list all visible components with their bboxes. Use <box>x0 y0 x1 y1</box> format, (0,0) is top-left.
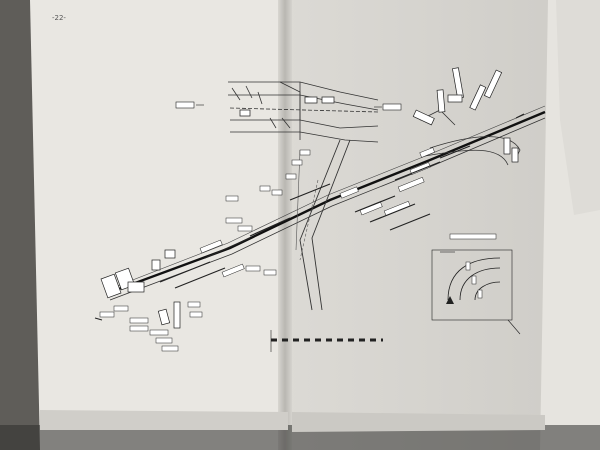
crossing-road <box>311 139 351 311</box>
structure-blocks-top <box>412 67 519 163</box>
page-curl <box>556 0 600 215</box>
route-diagram <box>99 67 546 352</box>
label-boxes <box>99 147 435 352</box>
page-number: -22- <box>52 14 66 22</box>
right-page-lower-edge <box>292 412 545 432</box>
structure-blocks-left <box>100 249 181 329</box>
curve-track <box>424 149 509 166</box>
mark <box>94 317 103 321</box>
book-spine <box>278 0 292 450</box>
route-annotations <box>159 145 471 289</box>
left-page <box>30 0 290 450</box>
main-track <box>107 110 546 295</box>
road-edge <box>299 179 319 261</box>
right-page <box>280 0 565 450</box>
crossing-road <box>299 139 341 311</box>
label-box-left <box>175 101 195 109</box>
inset-title-box <box>449 233 497 240</box>
road-edge <box>295 149 301 251</box>
label-box-right <box>382 103 402 111</box>
inset-diagram <box>431 249 521 335</box>
curve-track <box>429 136 521 161</box>
mark <box>515 113 525 119</box>
cross-section-detail <box>228 81 379 143</box>
left-page-lower-edge <box>40 410 288 430</box>
figure-caption <box>270 330 383 352</box>
